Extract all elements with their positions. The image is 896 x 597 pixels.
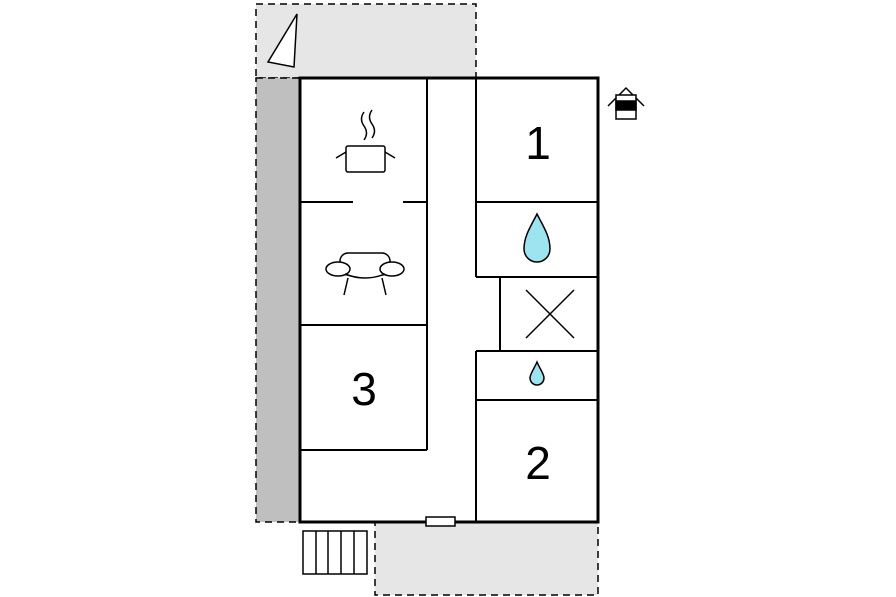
compass-north-icon [266,13,298,68]
terrace-stairs-icon [302,530,368,575]
x-mark-icon [525,289,575,339]
house-outline [298,76,600,524]
terrace-side-walkway [255,77,301,523]
entrance-door [425,516,456,527]
water-drop-icon [529,360,545,386]
sofa-icon [325,252,405,296]
interior-walls [300,78,598,522]
house-entrance-icon [607,86,645,120]
bedroom-1-label: 1 [525,117,551,169]
water-drop-icon [523,212,551,263]
cooking-pot-icon [335,109,396,173]
bedroom-3-label: 3 [351,363,377,415]
terrace-bottom [374,521,599,596]
bedroom-2-label: 2 [525,437,551,489]
